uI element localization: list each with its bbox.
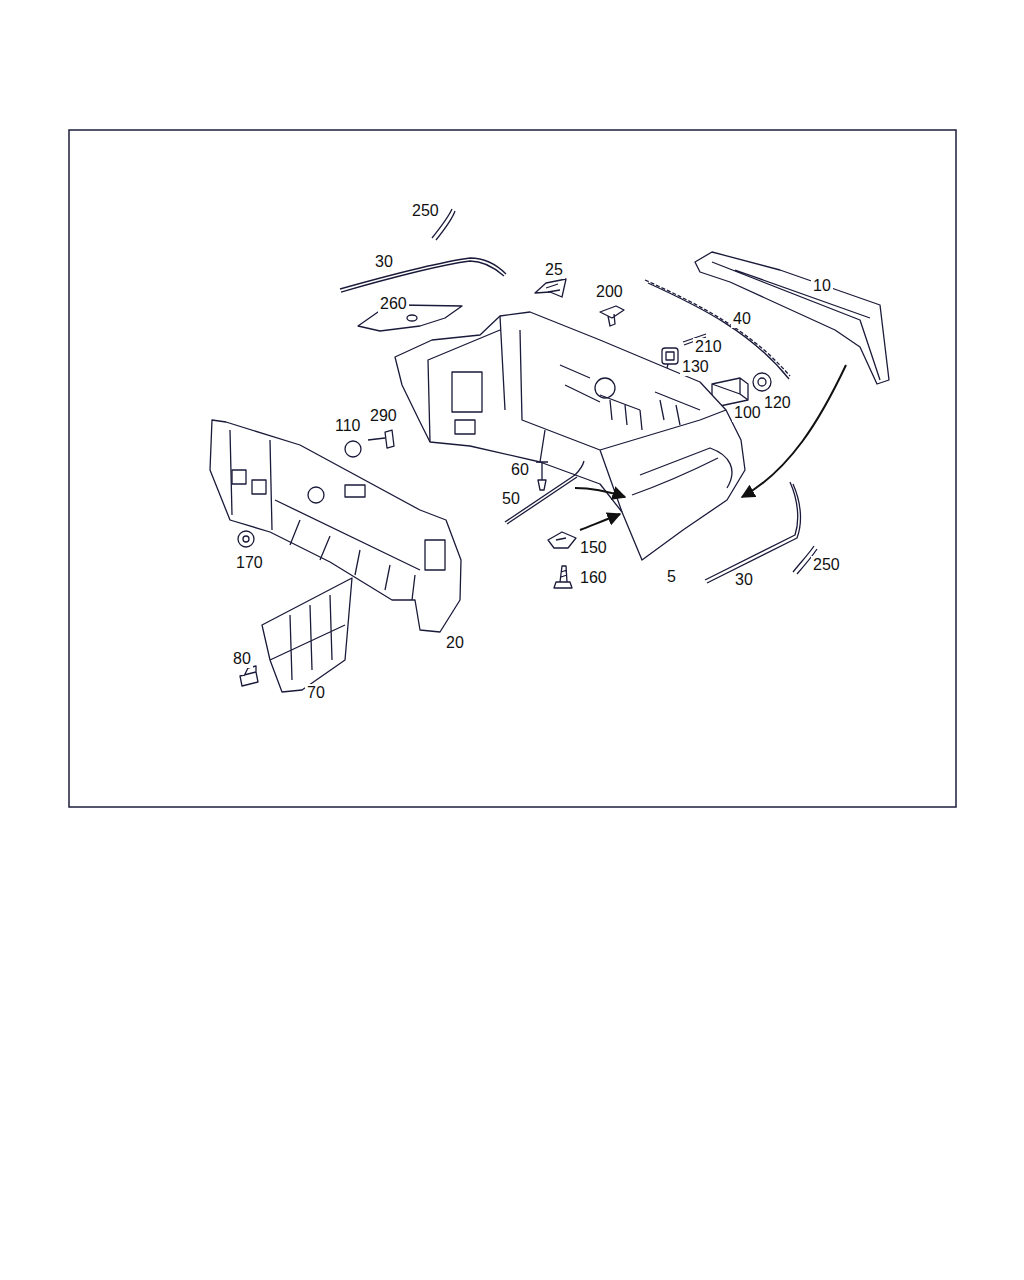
callout-number: 10	[811, 277, 833, 295]
callout-number: 170	[234, 554, 265, 572]
callout-number: 290	[368, 407, 399, 425]
callout-number: 40	[731, 310, 753, 328]
callout-number: 250	[811, 556, 842, 574]
callout-number: 25	[543, 261, 565, 279]
callout-number: 50	[500, 490, 522, 508]
callout-number: 110	[333, 417, 363, 435]
callout-number: 20	[444, 634, 466, 652]
frame	[69, 130, 956, 807]
callout-number: 80	[231, 650, 253, 668]
callout-number: 5	[665, 568, 678, 586]
callout-number: 100	[732, 404, 763, 422]
callout-number: 130	[680, 358, 711, 376]
callout-number: 30	[733, 571, 755, 589]
callout-number: 260	[378, 295, 409, 313]
callout-number: 70	[305, 684, 327, 702]
callout-number: 60	[509, 461, 531, 479]
callout-number: 210	[693, 338, 724, 356]
callout-number: 30	[373, 253, 395, 271]
callout-number: 120	[762, 394, 793, 412]
callout-number: 250	[410, 202, 441, 220]
callout-number: 200	[594, 283, 625, 301]
callout-number: 150	[578, 539, 609, 557]
callout-number: 160	[578, 569, 609, 587]
